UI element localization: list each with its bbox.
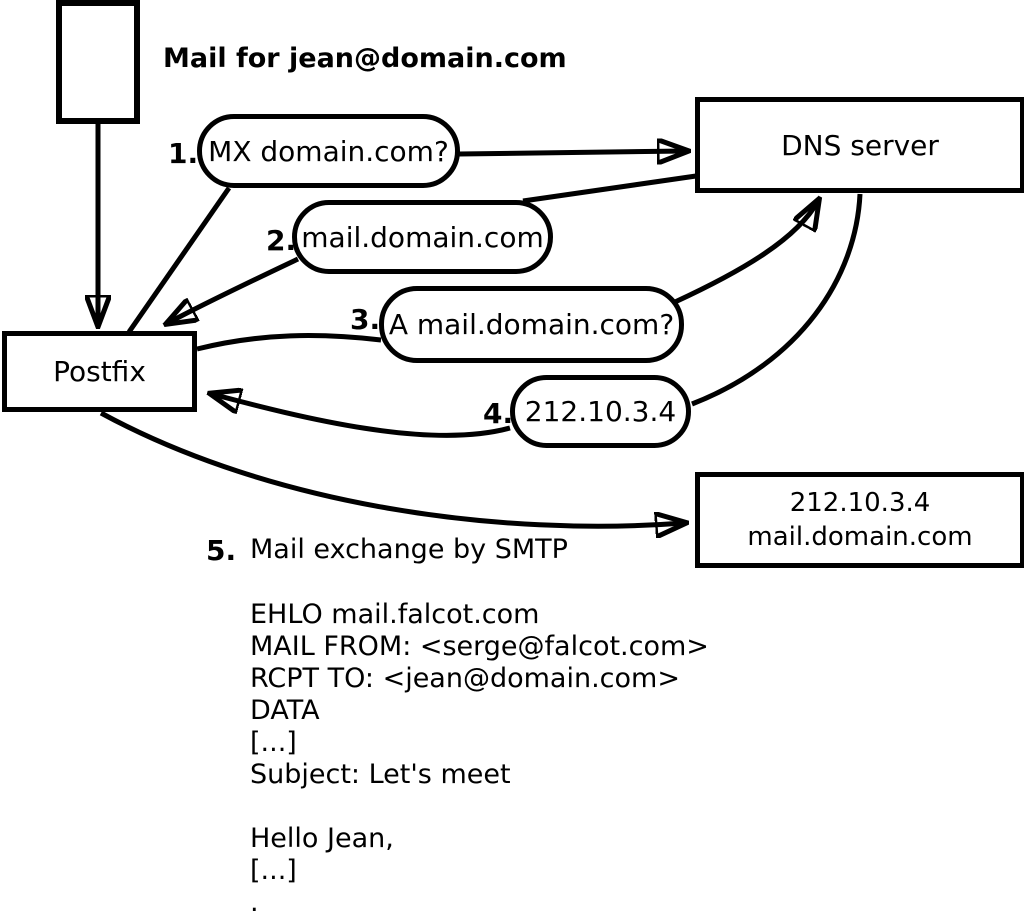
- reply-pill-4-label: 212.10.3.4: [524, 395, 677, 428]
- query-pill-3-label: A mail.domain.com?: [388, 308, 675, 341]
- smtp-exchange-label: Mail exchange by SMTP: [250, 534, 568, 565]
- arrow-reply4-to-postfix: [212, 394, 511, 438]
- step-number-1: 1.: [168, 137, 199, 170]
- reply-pill-2: mail.domain.com: [292, 200, 553, 274]
- mail-server-ip: 212.10.3.4: [789, 488, 931, 518]
- dns-server-label: DNS server: [781, 128, 939, 162]
- step-number-5: 5.: [206, 534, 237, 567]
- mail-title: Mail for jean@domain.com: [163, 43, 567, 74]
- query-pill-1-label: MX domain.com?: [208, 134, 449, 168]
- postfix-node: Postfix: [2, 331, 197, 412]
- mail-server-hostname: mail.domain.com: [747, 522, 973, 552]
- step-number-2: 2.: [266, 224, 297, 257]
- arrow-reply2-to-postfix: [168, 256, 300, 323]
- line-postfix-to-query3: [196, 333, 382, 352]
- arrow-postfix-to-mailserver: [99, 410, 684, 526]
- arrow-query3-to-dns: [673, 201, 818, 305]
- reply-pill-2-label: mail.domain.com: [301, 220, 544, 254]
- dns-server-node: DNS server: [695, 97, 1024, 193]
- reply-pill-4: 212.10.3.4: [510, 375, 691, 448]
- step-number-3: 3.: [350, 303, 381, 336]
- query-pill-3: A mail.domain.com?: [379, 286, 684, 363]
- step-number-4: 4.: [483, 397, 514, 430]
- mail-server-node: 212.10.3.4 mail.domain.com: [695, 472, 1024, 568]
- line-dns-to-reply2: [522, 173, 697, 204]
- mail-envelope-node: [56, 0, 140, 124]
- postfix-label: Postfix: [53, 355, 146, 388]
- line-postfix-to-query1: [126, 186, 232, 334]
- arrow-query1-to-dns: [458, 151, 686, 154]
- line-dns-to-reply4: [691, 193, 863, 407]
- query-pill-1: MX domain.com?: [197, 114, 460, 188]
